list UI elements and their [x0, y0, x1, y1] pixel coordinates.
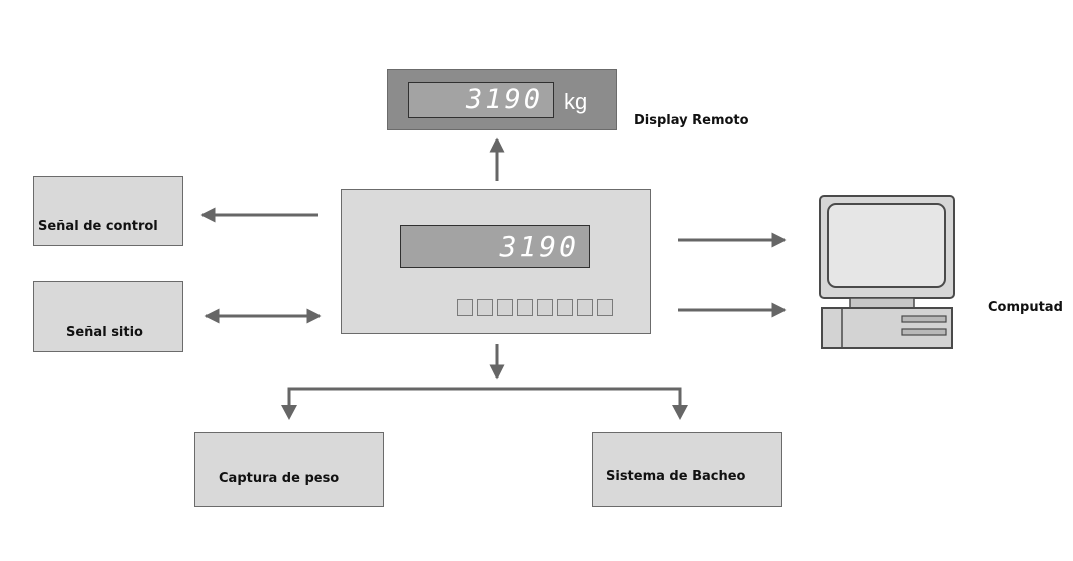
keypad-key [497, 299, 513, 316]
keypad-key [537, 299, 553, 316]
keypad-key [517, 299, 533, 316]
remote-display-readout: 3190 [408, 82, 554, 118]
branch-line [287, 387, 682, 417]
keypad-key [557, 299, 573, 316]
control-signal-box: Señal de control [33, 176, 183, 246]
computer-label: Computad [988, 300, 1063, 315]
keypad-key [577, 299, 593, 316]
keypad-key [597, 299, 613, 316]
keypad-key [457, 299, 473, 316]
weight-indicator: 3190 [341, 189, 651, 334]
remote-display-unit: kg [564, 89, 588, 114]
remote-display-label: Display Remoto [634, 113, 749, 128]
weight-capture-label: Captura de peso [219, 471, 340, 486]
site-signal-label: Señal sitio [66, 325, 143, 340]
site-signal-box: Señal sitio [33, 281, 183, 352]
computer-icon [819, 195, 955, 349]
control-signal-label: Señal de control [38, 219, 158, 234]
indicator-readout: 3190 [400, 225, 590, 268]
arrow-to-weight-capture [281, 405, 297, 420]
batching-system-box: Sistema de Bacheo [592, 432, 782, 507]
keypad-key [477, 299, 493, 316]
arrow-to-batching-system [672, 405, 688, 420]
batching-system-label: Sistema de Bacheo [606, 469, 746, 484]
weight-capture-box: Captura de peso [194, 432, 384, 507]
remote-display-panel: 3190 kg [387, 69, 617, 130]
